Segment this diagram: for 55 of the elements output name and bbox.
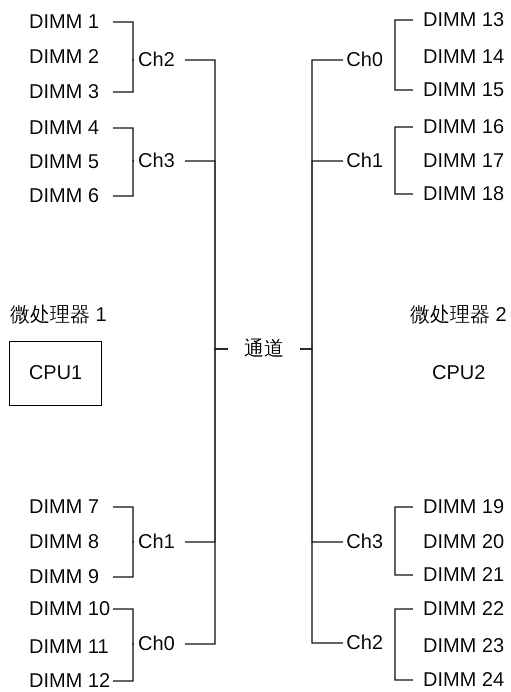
connector-line <box>394 160 413 195</box>
dimm-label: DIMM 18 <box>413 182 505 206</box>
channel-label: Ch0 <box>134 632 185 656</box>
connector-line <box>113 21 134 61</box>
dimm-label: DIMM 24 <box>413 668 505 692</box>
dimm-label: DIMM 13 <box>413 8 505 32</box>
dimm-label: DIMM 22 <box>413 597 505 621</box>
dimm-label: DIMM 8 <box>29 530 113 554</box>
dimm-label: DIMM 4 <box>29 116 113 140</box>
cpu-label: CPU2 <box>432 361 486 385</box>
connector-line <box>394 59 413 91</box>
dimm-label: DIMM 16 <box>413 115 505 139</box>
connector-line <box>394 126 413 162</box>
dimm-label: DIMM 17 <box>413 149 505 173</box>
connector-line <box>113 160 134 197</box>
dimm-label: DIMM 15 <box>413 78 505 102</box>
connector-line <box>300 348 343 644</box>
dimm-label: DIMM 1 <box>29 10 113 34</box>
channel-label: Ch1 <box>343 149 395 173</box>
connector-line <box>113 643 134 682</box>
processor-label: 微处理器 2 <box>410 303 507 327</box>
dimm-label: DIMM 11 <box>29 635 113 659</box>
channel-label: Ch3 <box>343 530 395 554</box>
dimm-label: DIMM 3 <box>29 80 113 104</box>
connector-line <box>185 348 228 645</box>
channel-label: Ch0 <box>343 48 395 72</box>
processor-label: 微处理器 1 <box>10 303 107 327</box>
channel-label: Ch2 <box>134 48 185 72</box>
connector-line <box>113 608 134 645</box>
dimm-label: DIMM 2 <box>29 45 113 69</box>
connector-line <box>113 59 134 93</box>
channel-label: Ch2 <box>343 631 395 655</box>
connector-line <box>394 541 413 576</box>
connector-line <box>394 642 413 681</box>
dimm-label: DIMM 19 <box>413 495 505 519</box>
dimm-label: DIMM 10 <box>29 597 113 621</box>
channel-hub-label: 通道 <box>228 337 300 361</box>
dimm-label: DIMM 23 <box>413 634 505 658</box>
dimm-label: DIMM 9 <box>29 565 113 589</box>
dimm-label: DIMM 6 <box>29 184 113 208</box>
channel-label: Ch3 <box>134 149 185 173</box>
dimm-label: DIMM 14 <box>413 45 505 69</box>
dimm-label: DIMM 20 <box>413 530 505 554</box>
connector-line <box>394 19 413 61</box>
connector-line <box>394 608 413 644</box>
dimm-label: DIMM 5 <box>29 150 113 174</box>
dimm-label: DIMM 7 <box>29 495 113 519</box>
connector-line <box>113 506 134 543</box>
cpu-box: CPU1 <box>9 341 102 406</box>
connector-line <box>394 506 413 543</box>
dimm-label: DIMM 12 <box>29 669 113 692</box>
connector-line <box>113 541 134 578</box>
dimm-label: DIMM 21 <box>413 563 505 587</box>
connector-line <box>113 127 134 162</box>
channel-label: Ch1 <box>134 530 185 554</box>
